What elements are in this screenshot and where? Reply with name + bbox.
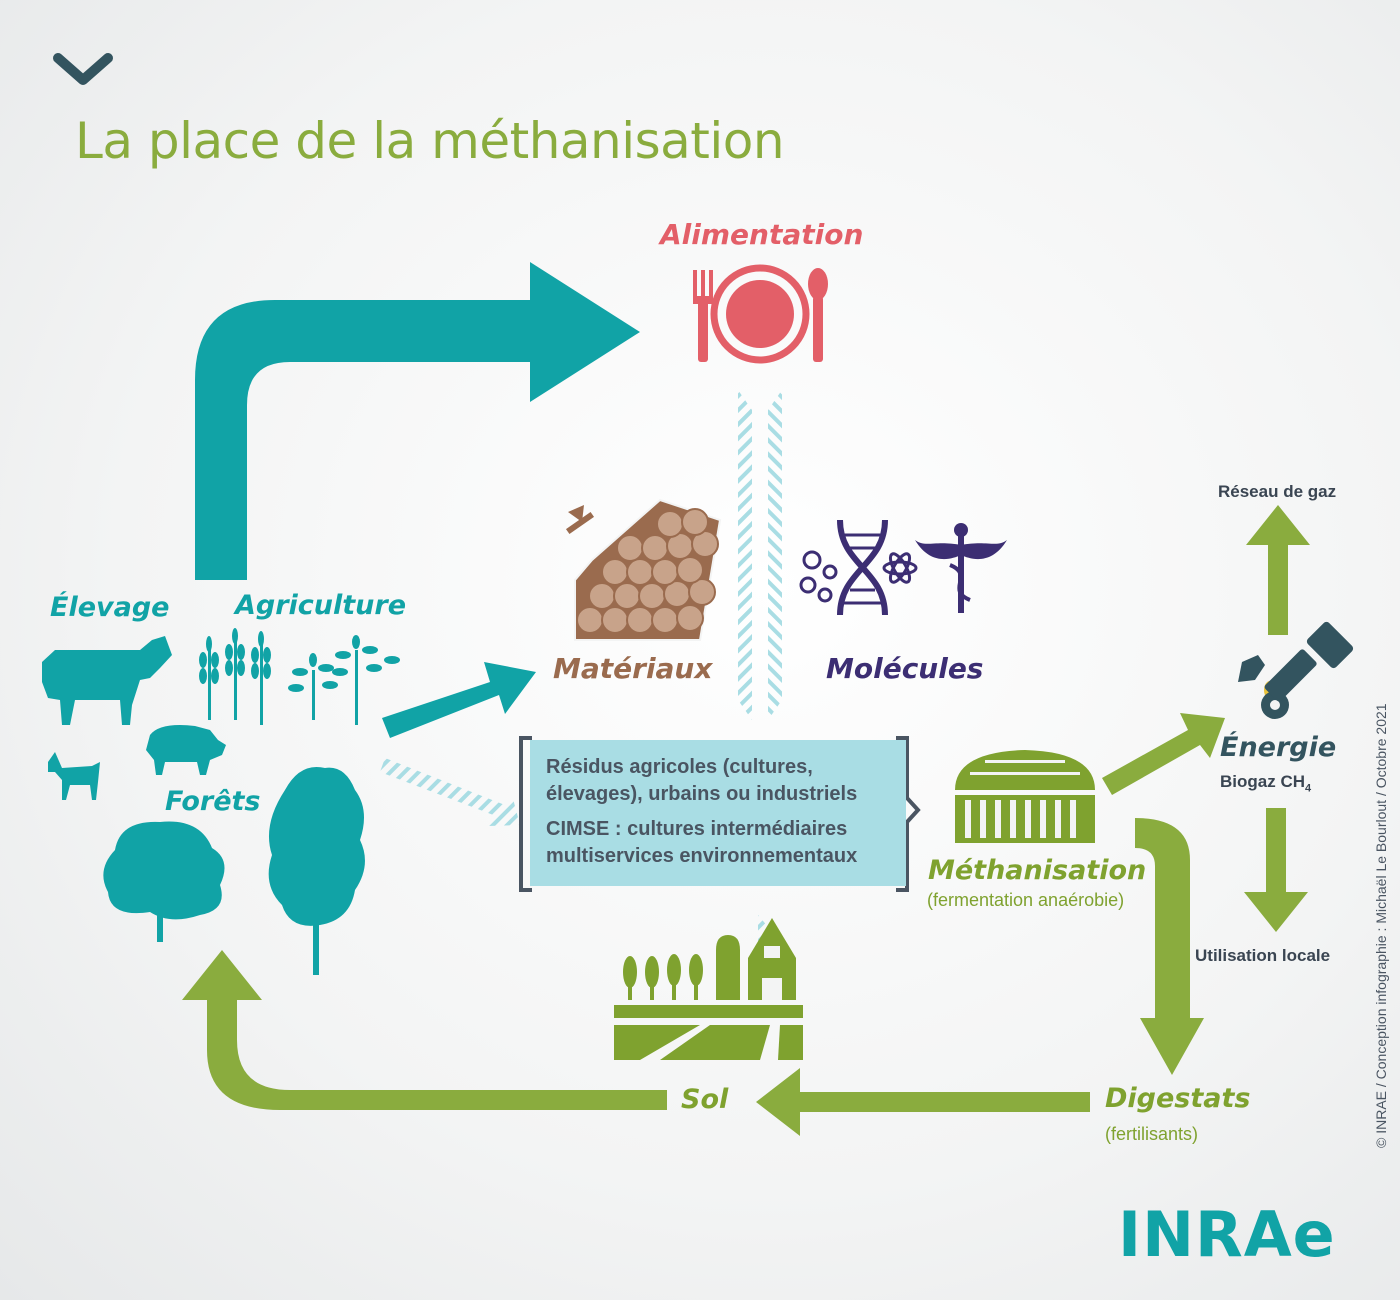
inrae-logo: INRAe: [1118, 1198, 1336, 1271]
label-molecules: Molécules: [826, 652, 984, 685]
hatched-flow-down: [738, 390, 782, 720]
label-reseau-gaz: Réseau de gaz: [1218, 482, 1337, 501]
arrow-to-alimentation: [195, 262, 640, 580]
residues-box-frame: [519, 736, 921, 892]
label-sol: Sol: [681, 1084, 729, 1115]
label-energie: Énergie: [1220, 732, 1337, 763]
arrow-methanisation-to-energie: [1102, 713, 1225, 795]
residues-box: Résidus agricoles (cultures, élevages), …: [530, 740, 906, 886]
arrow-methanisation-to-digestats: [1135, 818, 1204, 1075]
label-forets: Forêts: [165, 786, 261, 817]
pig-icon: [146, 725, 226, 775]
goat-icon: [48, 752, 100, 800]
tree-icon: [103, 766, 365, 975]
cimse-text: CIMSE : cultures intermédiaires multiser…: [546, 818, 858, 867]
cow-icon: [42, 636, 172, 725]
label-methanisation-sub: (fermentation anaérobie): [927, 890, 1125, 910]
label-materiaux: Matériaux: [553, 652, 713, 685]
label-elevage: Élevage: [50, 592, 170, 623]
caduceus-icon: [915, 523, 1007, 613]
arrow-to-residues: [380, 758, 520, 826]
farm-field-icon: [614, 918, 803, 1060]
page-title: La place de la méthanisation: [75, 112, 785, 170]
arrow-sol-to-forets: [182, 950, 667, 1110]
residues-text: Résidus agricoles (cultures, élevages), …: [546, 756, 858, 805]
label-agriculture: Agriculture: [235, 590, 407, 621]
logs-icon: [565, 498, 722, 641]
molecule-dna-icon: [799, 519, 918, 616]
credit-text: © INRAE / Conception infographie : Micha…: [1373, 703, 1389, 1148]
engine-fuel-icon: [1238, 621, 1354, 719]
arrow-to-materiaux: [382, 662, 536, 738]
arrow-to-utilisation-locale: [1244, 808, 1308, 932]
shrub-icon: [288, 635, 400, 725]
wheat-icon: [199, 628, 271, 725]
label-biogaz: Biogaz CH4: [1220, 772, 1312, 795]
arrow-to-reseau-gaz: [1246, 505, 1310, 635]
label-utilisation-locale: Utilisation locale: [1195, 946, 1331, 965]
label-alimentation: Alimentation: [660, 218, 864, 251]
plate-fork-spoon-icon: [693, 264, 828, 364]
label-digestats: Digestats: [1105, 1083, 1251, 1114]
chevron-down-icon[interactable]: [53, 53, 113, 85]
digester-icon: [955, 750, 1095, 843]
label-digestats-sub: (fertilisants): [1105, 1124, 1199, 1144]
arrow-digestats-to-sol: [756, 1068, 1090, 1136]
label-methanisation: Méthanisation: [928, 855, 1147, 886]
